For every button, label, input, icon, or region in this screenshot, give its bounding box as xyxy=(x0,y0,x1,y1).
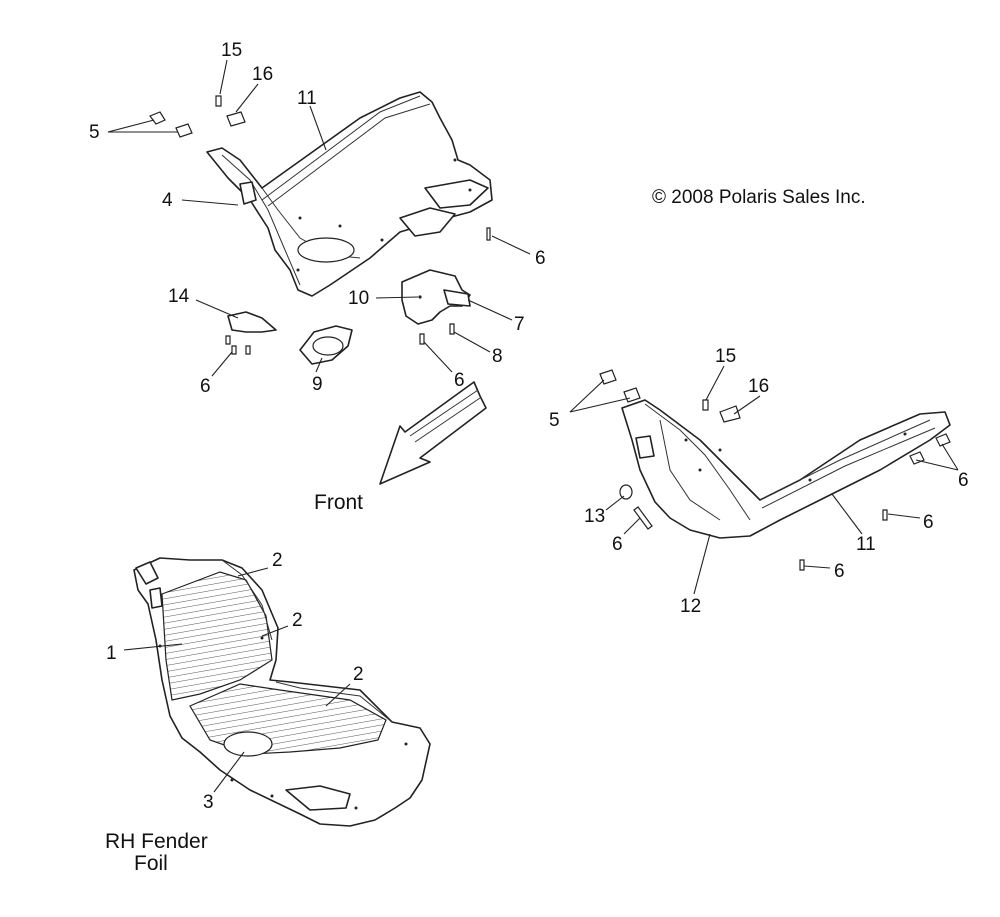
callout-8: 8 xyxy=(492,346,503,367)
ring-part-9 xyxy=(299,325,353,365)
callout-2-b: 2 xyxy=(292,610,303,631)
rh-fender-foil-assembly xyxy=(133,557,431,827)
callout-2-c: 2 xyxy=(353,664,364,685)
callout-11-right: 11 xyxy=(856,534,876,555)
callout-16-right: 16 xyxy=(748,376,769,397)
fasteners-right xyxy=(599,369,951,571)
callout-6-d: 6 xyxy=(958,470,969,491)
callout-10: 10 xyxy=(348,288,369,309)
fender-part-4 xyxy=(206,91,493,297)
callout-6-f: 6 xyxy=(612,534,623,555)
callout-6-b: 6 xyxy=(454,370,465,391)
callout-6-e: 6 xyxy=(923,512,934,533)
assembly-title-line1: RH Fender xyxy=(105,830,208,853)
callout-15-top: 15 xyxy=(221,40,242,61)
callout-11-top: 11 xyxy=(297,88,317,109)
assembly-title-line2: Foil xyxy=(134,852,168,875)
callout-9: 9 xyxy=(312,374,323,395)
callout-1: 1 xyxy=(106,643,117,664)
callout-13: 13 xyxy=(584,506,605,527)
callout-5-right: 5 xyxy=(549,410,560,431)
front-label: Front xyxy=(314,491,363,514)
copyright-text: © 2008 Polaris Sales Inc. xyxy=(652,187,866,208)
callout-7: 7 xyxy=(514,314,525,335)
fasteners-top-left xyxy=(149,95,491,241)
callout-6-c: 6 xyxy=(200,376,211,397)
callout-12: 12 xyxy=(680,596,701,617)
fender-part-12 xyxy=(621,399,951,539)
callout-numbers: 15 16 11 5 4 6 10 14 7 8 6 6 9 15 16 5 6… xyxy=(89,40,969,813)
callout-16-top: 16 xyxy=(252,64,273,85)
leader-lines xyxy=(107,59,959,793)
callout-2-a: 2 xyxy=(272,550,283,571)
bracket-part-7 xyxy=(401,269,471,345)
callout-4: 4 xyxy=(162,190,173,211)
bracket-part-14 xyxy=(225,311,277,355)
callout-14: 14 xyxy=(168,286,190,307)
callout-3: 3 xyxy=(203,792,214,813)
callout-5-top: 5 xyxy=(89,122,100,143)
callout-6-a: 6 xyxy=(535,248,546,269)
callout-6-g: 6 xyxy=(834,561,845,582)
front-arrow xyxy=(379,381,487,485)
callout-15-right: 15 xyxy=(715,346,736,367)
